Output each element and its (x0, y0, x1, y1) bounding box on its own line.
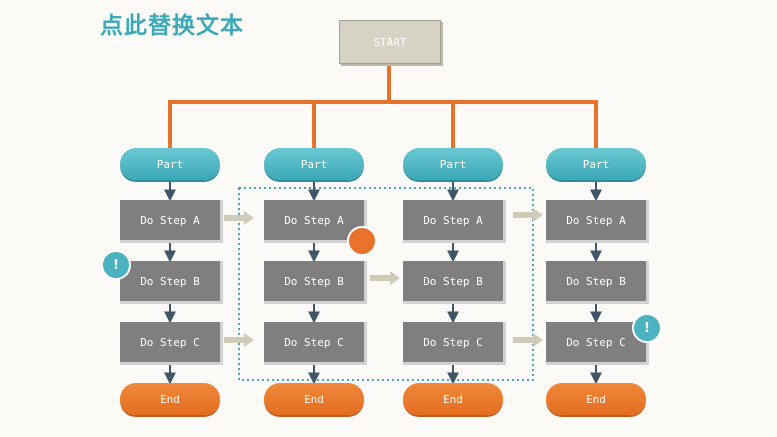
step-b-node: Do Step B (546, 261, 649, 304)
start-node: START (339, 20, 441, 64)
orange-marker-dot (347, 226, 377, 256)
step-c-node: Do Step C (264, 322, 367, 365)
dotted-group-boundary (238, 187, 534, 381)
step-a-node: Do Step A (403, 200, 506, 243)
step-c-node: Do Step C (403, 322, 506, 365)
side-arrow (513, 333, 543, 347)
step-a-node: Do Step A (120, 200, 223, 243)
horizontal-arrows (224, 208, 543, 347)
end-node: End (120, 383, 220, 415)
alert-badge-right: ! (632, 313, 662, 343)
part-node: Part (264, 148, 364, 180)
start-connector-lines (168, 62, 598, 148)
step-a-node: Do Step A (546, 200, 649, 243)
end-node: End (264, 383, 364, 415)
end-node: End (403, 383, 503, 415)
alert-badge-left: ! (101, 250, 131, 280)
step-b-node: Do Step B (120, 261, 223, 304)
step-c-node: Do Step C (546, 322, 649, 365)
end-node: End (546, 383, 646, 415)
side-arrow (513, 208, 543, 222)
side-arrow (224, 333, 254, 347)
side-arrow (224, 211, 254, 225)
step-c-node: Do Step C (120, 322, 223, 365)
side-arrow (370, 271, 400, 285)
part-node: Part (546, 148, 646, 180)
part-node: Part (403, 148, 503, 180)
step-b-node: Do Step B (264, 261, 367, 304)
part-node: Part (120, 148, 220, 180)
vertical-arrows (164, 181, 602, 385)
page-title: 点此替换文本 (100, 13, 244, 39)
step-b-node: Do Step B (403, 261, 506, 304)
